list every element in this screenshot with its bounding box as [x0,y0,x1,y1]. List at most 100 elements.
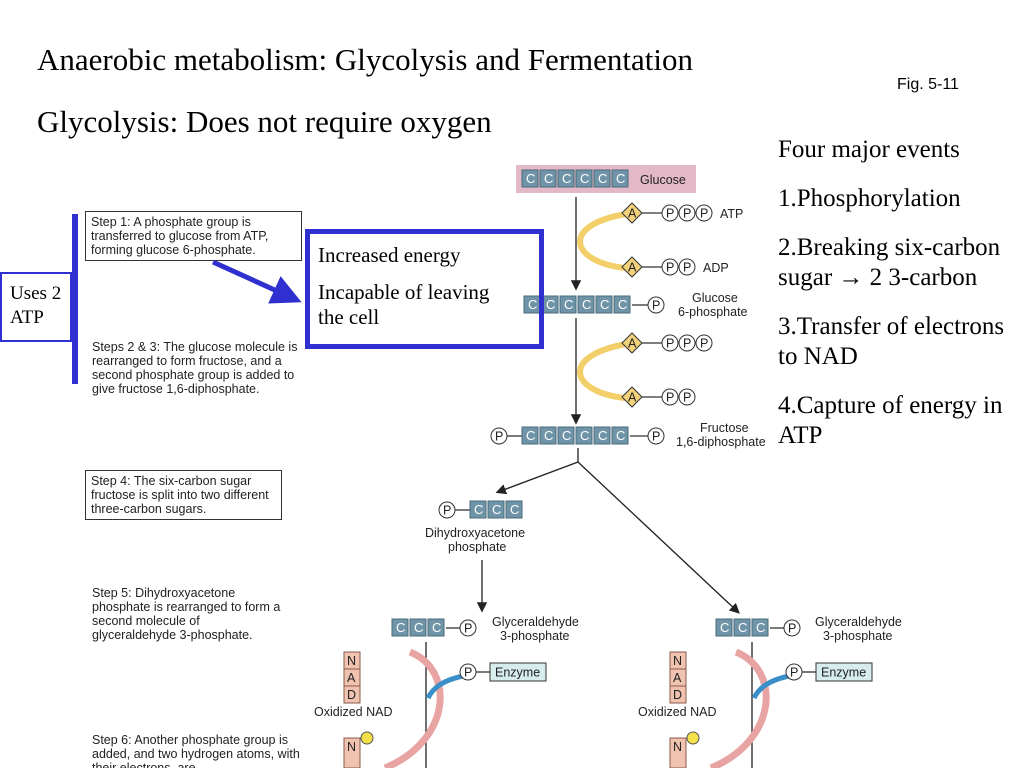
phosphate-circle [661,334,679,352]
carbon-box [593,426,611,445]
carbon-box [611,426,629,445]
callout-line3: the cell [318,305,380,329]
carbon-box [733,618,751,637]
carbon-box [575,426,593,445]
g3p-left-label-2: 3-phosphate [500,629,570,643]
page-title: Anaerobic metabolism: Glycolysis and Fer… [37,42,694,77]
enzyme-box [489,662,547,682]
carbon-letter: C [600,297,609,312]
carbon-letter: C [510,502,519,517]
dhap-label-2: phosphate [448,540,506,554]
phosphate-letter: P [464,666,472,680]
g6p-label-1: Glucose [692,291,738,305]
carbon-box [751,618,769,637]
adenine-letter: A [628,261,637,275]
g3p-right-label-1: Glyceraldehyde [815,615,902,629]
event-item: 4.Capture of energy in ATP [778,392,1003,449]
adenine-letter: A [628,207,637,221]
carbon-letter: C [564,297,573,312]
event-item: 3.Transfer of electrons to NAD [778,313,1005,370]
energy-callout-box [305,229,544,349]
carbon-letter: C [720,620,729,635]
carbon-box [613,295,631,314]
carbon-letter: C [432,620,441,635]
carbon-letter: C [414,620,423,635]
carbon-letter: C [474,502,483,517]
step-1-box: Step 1: A phosphate group is transferred… [85,211,302,261]
carbon-box [559,295,577,314]
carbon-letter: C [562,428,571,443]
phosphate-letter: P [683,391,691,405]
oxidized-nad-left: Oxidized NAD [314,705,393,719]
enzyme-label: Enzyme [495,666,540,680]
uses-atp-box [0,272,72,342]
carbon-letter: C [396,620,405,635]
carbon-box [715,618,733,637]
step-2-3-text: Steps 2 & 3: The glucose molecule is rea… [92,340,298,396]
hydrogen-dot [686,731,700,745]
nad-letter: D [347,688,356,702]
uses-atp-line1: Uses 2 [10,283,62,304]
adenine-diamond [621,332,643,354]
phosphate-circle [647,427,665,445]
carbon-letter: C [492,502,501,517]
carbon-letter: C [580,428,589,443]
phosphate-circle [678,204,696,222]
adenine-diamond [621,386,643,408]
hydrogen-dot [360,731,374,745]
phosphate-letter: P [700,337,708,351]
carbon-letter: C [616,171,625,186]
callout-line2: Incapable of leaving [318,280,490,304]
phosphate-circle [678,334,696,352]
phosphate-circle [695,204,713,222]
events-heading: Four major events [778,136,960,163]
uses-atp-text: Uses 2 ATP [10,282,72,330]
carbon-letter: C [544,428,553,443]
figure-reference: Fig. 5-11 [897,76,959,93]
carbon-box [539,426,557,445]
nad-curve-arrow [709,648,770,768]
adenine-letter: A [628,391,637,405]
phosphate-letter: P [652,299,660,313]
atp-label: ATP [720,207,743,221]
carbon-box [521,426,539,445]
g6p-label-2: 6-phosphate [678,305,748,319]
carbon-letter: C [528,297,537,312]
nad-letter: D [673,688,682,702]
oxidized-nad-right: Oxidized NAD [638,705,717,719]
phosphate-letter: P [666,207,674,221]
adenine-diamond [621,256,643,278]
phosphate-circle [661,388,679,406]
carbon-box [595,295,613,314]
carbon-box [391,618,409,637]
atp-curve-arrow [577,341,627,401]
callout-line1: Increased energy [318,243,461,267]
nad-letter: N [673,654,682,668]
nad-box [669,737,687,768]
g3p-left-label-1: Glyceraldehyde [492,615,579,629]
phosphate-letter: P [683,337,691,351]
phosphate-letter: P [464,622,472,636]
phosphate-letter: P [790,666,798,680]
step-5-text: Step 5: Dihydroxyacetone phosphate is re… [92,586,281,642]
step-6-text: Step 6: Another phosphate group is added… [92,733,300,768]
nad-letter: N [347,740,356,754]
phosphate-letter: P [683,207,691,221]
nad-box [343,685,361,704]
phosphate-circle [459,619,477,637]
carbon-box [575,169,593,188]
atp-curve-arrow [577,211,627,271]
carbon-box [557,169,575,188]
carbon-letter: C [756,620,765,635]
dhap-label-1: Dihydroxyacetone [425,526,525,540]
page-subtitle: Glycolysis: Does not require oxygen [37,104,492,139]
phosphate-letter: P [700,207,708,221]
